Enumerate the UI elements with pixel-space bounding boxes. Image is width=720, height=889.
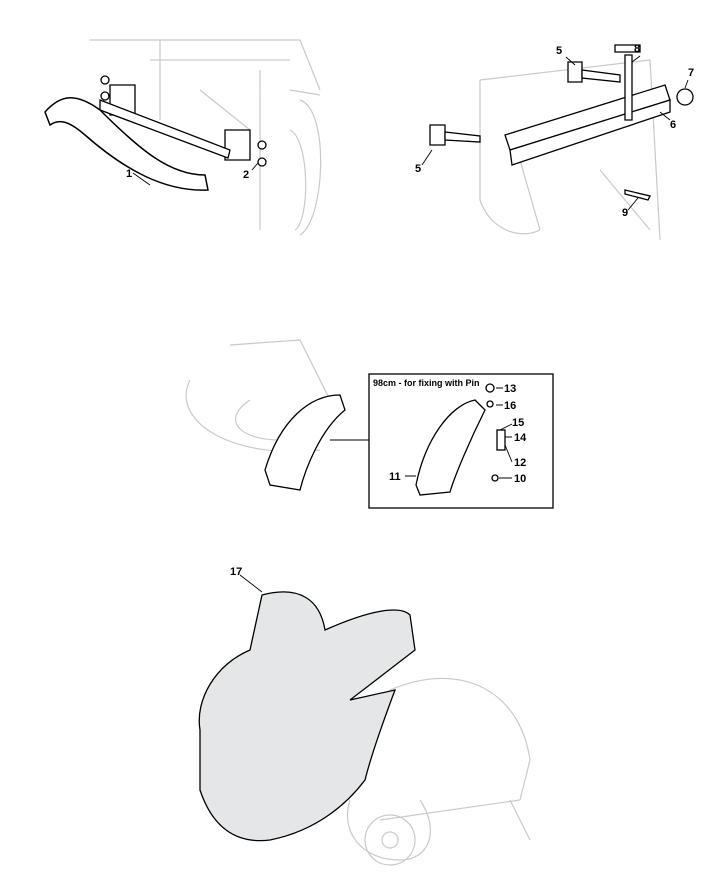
front-bumper-assembly: 1 2 (44, 39, 322, 236)
tractor-cover-assembly: 17 (198, 566, 531, 866)
part-label-2: 2 (243, 169, 249, 181)
part-label-6: 6 (670, 119, 676, 131)
deflector-shield (264, 394, 346, 491)
inset-title: 98cm - for fixing with Pin (373, 378, 480, 388)
part-label-10: 10 (514, 473, 526, 485)
part-label-1: 1 (126, 168, 132, 180)
tow-hitch-assembly: 5 8 7 6 5 9 (415, 43, 694, 241)
part-label-8: 8 (634, 43, 640, 55)
part-label-9: 9 (622, 207, 628, 219)
part-label-7: 7 (688, 67, 694, 79)
bumper-tube (44, 97, 209, 191)
part-label-5-top: 5 (556, 45, 562, 57)
bolt-icon (257, 140, 267, 150)
nut-icon (676, 88, 694, 106)
part-label-17: 17 (230, 566, 242, 578)
clip-pin (624, 189, 651, 201)
tractor-cover (198, 591, 416, 842)
inset-box: 98cm - for fixing with Pin 13 16 15 14 1… (368, 373, 554, 509)
bolt-icon (100, 75, 110, 85)
deflector-shield-detail (415, 399, 486, 496)
part-label-11: 11 (389, 471, 401, 483)
part-label-15: 15 (512, 417, 524, 429)
part-label-12: 12 (514, 457, 526, 469)
bolt-icon (100, 91, 110, 101)
part-label-16: 16 (504, 400, 516, 412)
u-bolt-upper (567, 61, 583, 83)
part-label-14: 14 (514, 432, 527, 444)
bumper-arm (99, 99, 231, 159)
u-bolt-lower (429, 124, 446, 146)
deflector-context (185, 339, 370, 491)
hitch-pin (624, 54, 633, 121)
bolt-icon (257, 157, 267, 167)
part-label-13: 13 (504, 383, 516, 395)
part-label-5-bottom: 5 (415, 163, 421, 175)
